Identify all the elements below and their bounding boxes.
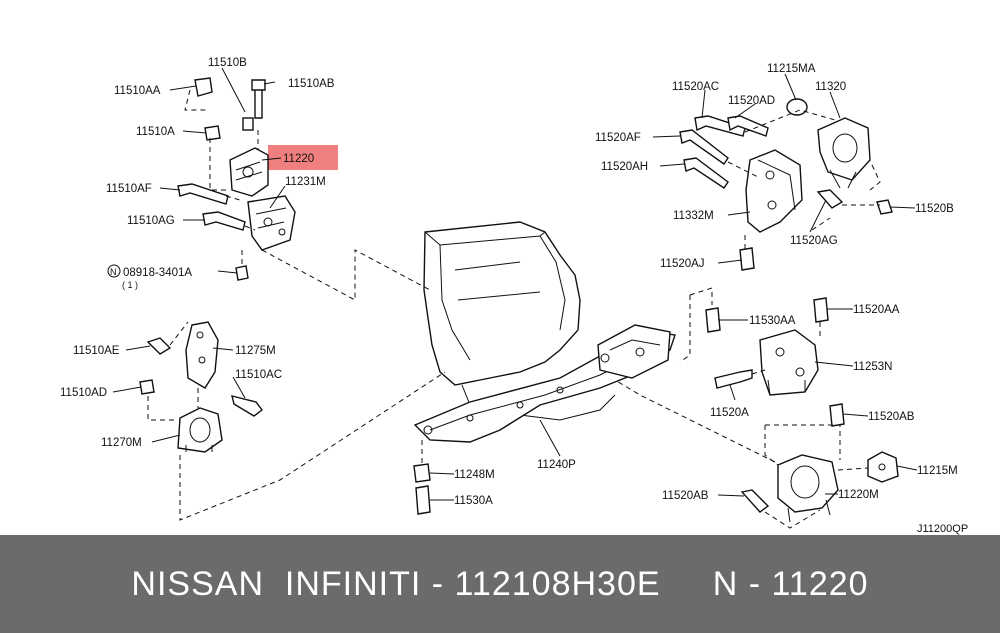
label-11510ae: 11510AE — [73, 345, 120, 357]
label-08918-quantity: ( 1 ) — [122, 280, 138, 290]
bracket-11215m — [867, 451, 899, 483]
bolts-left-bottom — [139, 337, 263, 417]
dashed-lines-left-bottom — [147, 321, 446, 521]
bracket-11332m — [745, 149, 803, 233]
label-11215m: 11215M — [917, 465, 958, 477]
bracket-11253n — [759, 329, 819, 396]
label-11520aj: 11520AJ — [660, 258, 705, 270]
label-11510a: 11510A — [136, 126, 175, 138]
label-11510aa: 11510AA — [114, 85, 161, 97]
part-info-banner: NISSAN INFINITI - 112108H30E N - 11220 — [0, 535, 1000, 633]
label-11270m: 11270M — [101, 437, 142, 449]
label-08918-circle: N — [110, 267, 117, 277]
label-11231m: 11231M — [285, 176, 326, 188]
highlighted-part-box — [268, 145, 338, 170]
label-11510b: 11510B — [208, 57, 247, 69]
bracket-11231m — [247, 195, 296, 251]
nut-symbol-circle — [107, 264, 121, 278]
label-11510ad: 11510AD — [60, 387, 107, 399]
label-11510ac: 11510AC — [235, 369, 282, 381]
part-labels: 11510B 11510AA 11510AB 11510A 11220 1151… — [60, 57, 968, 535]
part-number-text: NISSAN INFINITI - 112108H30E N - 11220 — [131, 564, 869, 603]
washer-11215ma — [786, 98, 808, 116]
leader-lines — [112, 67, 918, 501]
label-11215ma: 11215MA — [767, 63, 816, 75]
label-11520ab-top: 11520AB — [868, 411, 915, 423]
label-11253n: 11253N — [853, 361, 892, 373]
label-11510af: 11510AF — [106, 183, 152, 195]
label-11220-highlighted[interactable]: 11220 — [283, 153, 314, 165]
bolts-right-mid — [705, 297, 829, 389]
label-11520a: 11520A — [710, 407, 749, 419]
label-11520ab-bottom: 11520AB — [662, 490, 709, 502]
label-11520ag: 11520AG — [790, 235, 838, 247]
label-11520ad: 11520AD — [728, 95, 775, 107]
diagram-code: J11200QP — [917, 523, 968, 535]
label-11248m: 11248M — [454, 469, 495, 481]
bolts-right-top — [679, 115, 893, 271]
dashed-lines-right-top — [727, 109, 881, 250]
label-11240p: 11240P — [537, 459, 576, 471]
dashed-lines-left-top — [184, 89, 431, 301]
engine-mount-exploded-diagram: 11510B 11510AA 11510AB 11510A 11220 1151… — [60, 57, 968, 535]
dashed-lines-right-mid — [679, 287, 821, 375]
label-11510ab: 11510AB — [288, 78, 335, 90]
mount-11220-assembly — [229, 79, 269, 197]
label-11520b: 11520B — [915, 203, 954, 215]
bolts-left-top — [177, 77, 249, 281]
label-11510ag: 11510AG — [127, 215, 175, 227]
label-11530aa: 11530AA — [749, 315, 796, 327]
label-11520ah: 11520AH — [601, 161, 648, 173]
label-11332m: 11332M — [673, 210, 714, 222]
engine-block-outline — [423, 221, 616, 421]
label-11530a: 11530A — [454, 495, 493, 507]
label-11520af: 11520AF — [595, 132, 641, 144]
label-11320: 11320 — [815, 81, 846, 93]
label-11275m: 11275M — [235, 345, 276, 357]
label-11520ac: 11520AC — [672, 81, 719, 93]
dashed-lines-right-bottom — [614, 379, 869, 529]
mount-11270m — [177, 407, 223, 453]
label-11220m: 11220M — [838, 489, 879, 501]
mount-11220m — [777, 454, 839, 523]
crossmember-11240p — [413, 324, 676, 443]
bolts-center-bottom — [413, 440, 431, 515]
bracket-11275m — [185, 321, 219, 389]
label-08918-3401a: 08918-3401A — [123, 267, 192, 279]
bolts-right-bottom — [740, 403, 845, 513]
label-11520aa: 11520AA — [853, 304, 900, 316]
mount-11320 — [817, 117, 871, 189]
